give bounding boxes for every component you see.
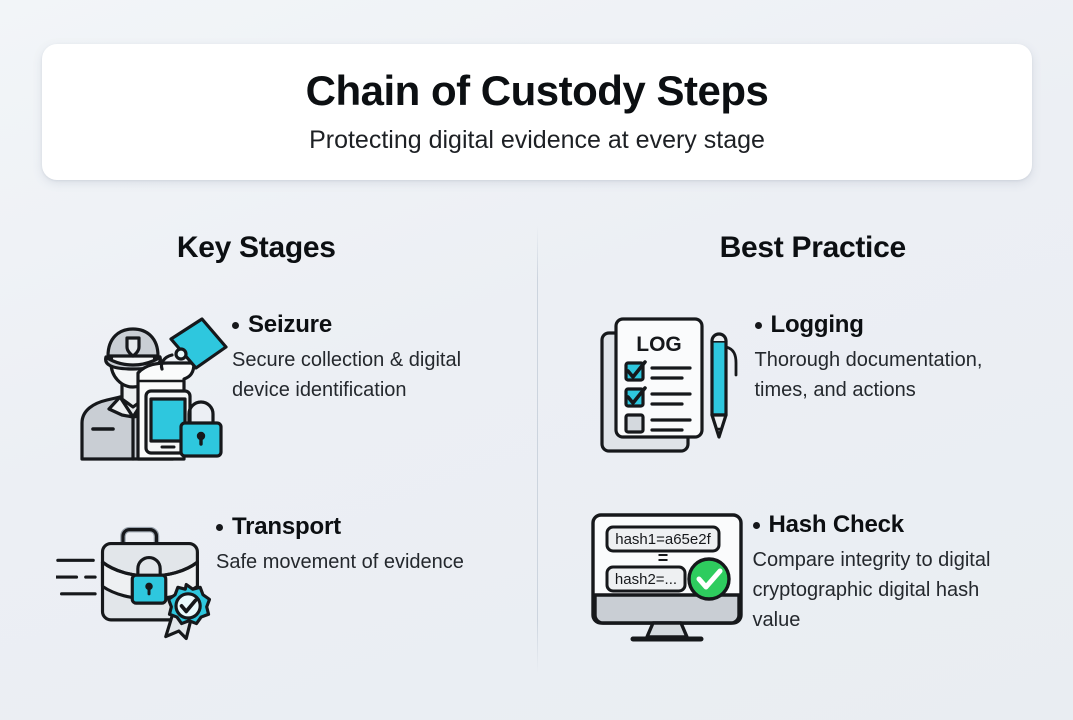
log-sheet-label: LOG bbox=[636, 333, 682, 356]
column-best-practice: Best Practice LOG bbox=[537, 205, 1073, 695]
text-block-transport: Transport Safe movement of evidence bbox=[216, 509, 464, 578]
list-item-transport: Transport Safe movement of evidence bbox=[0, 509, 537, 643]
column-heading-key-stages: Key Stages bbox=[176, 231, 336, 264]
list-item-hash-check: hash1=a65e2f hash2=... = Hash Check Comp… bbox=[537, 507, 1073, 643]
text-block-logging: Logging Thorough documentation, times, a… bbox=[754, 307, 1000, 406]
column-heading-best-practice: Best Practice bbox=[719, 231, 907, 264]
item-title-hash-check: Hash Check bbox=[752, 511, 998, 539]
column-key-stages: Key Stages bbox=[0, 205, 537, 695]
text-block-hash-check: Hash Check Compare integrity to digital … bbox=[752, 507, 998, 635]
item-description-logging: Thorough documentation, times, and actio… bbox=[754, 349, 983, 401]
locked-briefcase-seal-icon bbox=[56, 509, 216, 643]
item-title-logging: Logging bbox=[754, 311, 1000, 339]
header-card: Chain of Custody Steps Protecting digita… bbox=[42, 44, 1032, 180]
column-divider bbox=[537, 225, 538, 673]
item-description-transport: Safe movement of evidence bbox=[216, 551, 464, 574]
monitor-hash-compare-icon: hash1=a65e2f hash2=... = bbox=[585, 507, 753, 643]
log-checklist-pen-icon: LOG bbox=[587, 307, 755, 459]
hash-value-1: hash1=a65e2f bbox=[615, 531, 711, 548]
list-item-logging: LOG bbox=[537, 307, 1073, 459]
hash-equals-symbol: = bbox=[657, 548, 668, 568]
content-columns: Key Stages bbox=[0, 205, 1073, 695]
police-officer-evidence-bag-icon bbox=[72, 307, 232, 461]
list-item-seizure: Seizure Secure collection & digital devi… bbox=[0, 307, 537, 461]
item-description-hash-check: Compare integrity to digital cryptograph… bbox=[752, 549, 991, 631]
text-block-seizure: Seizure Secure collection & digital devi… bbox=[232, 307, 482, 406]
page-title: Chain of Custody Steps bbox=[305, 66, 769, 114]
page-subtitle: Protecting digital evidence at every sta… bbox=[309, 126, 765, 155]
hash-value-2: hash2=... bbox=[614, 571, 676, 588]
item-description-seizure: Secure collection & digital device ident… bbox=[232, 349, 462, 401]
item-title-seizure: Seizure bbox=[232, 311, 482, 339]
item-title-transport: Transport bbox=[216, 513, 464, 541]
